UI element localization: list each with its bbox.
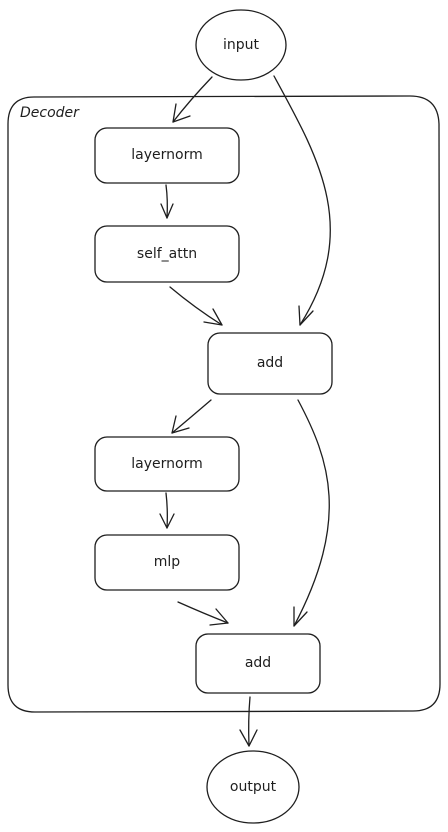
node-layernorm-1: layernorm bbox=[94, 127, 240, 184]
node-output: output bbox=[206, 750, 300, 824]
node-layernorm-2: layernorm bbox=[94, 436, 240, 492]
node-self-attn: self_attn bbox=[94, 225, 240, 283]
node-add-1-label: add bbox=[257, 355, 283, 371]
edge-input-to-layernorm-1 bbox=[172, 76, 213, 123]
node-self-attn-label: self_attn bbox=[137, 246, 197, 262]
edge-mlp-to-add-2 bbox=[177, 601, 229, 626]
edge-add-1-to-layernorm-2 bbox=[171, 399, 212, 434]
edge-layernorm-2-to-mlp bbox=[159, 492, 175, 529]
edge-add-2-to-output bbox=[239, 696, 258, 747]
node-input-label: input bbox=[223, 37, 260, 53]
node-layernorm-2-label: layernorm bbox=[131, 456, 202, 472]
node-mlp-label: mlp bbox=[154, 554, 181, 570]
edge-self-attn-to-add-1 bbox=[169, 286, 223, 326]
edge-input-to-add-1 bbox=[273, 75, 331, 326]
node-input: input bbox=[195, 9, 287, 81]
decoder-group-label: Decoder bbox=[20, 105, 80, 121]
node-add-2: add bbox=[195, 633, 321, 694]
node-mlp: mlp bbox=[94, 534, 240, 591]
node-add-2-label: add bbox=[245, 655, 271, 671]
node-add-1: add bbox=[207, 332, 333, 395]
node-output-label: output bbox=[230, 779, 277, 795]
edge-add-1-to-add-2 bbox=[293, 399, 330, 627]
node-layernorm-1-label: layernorm bbox=[131, 147, 202, 163]
decoder-group: Decoder bbox=[7, 95, 441, 713]
edge-layernorm-1-to-self-attn bbox=[160, 184, 174, 219]
